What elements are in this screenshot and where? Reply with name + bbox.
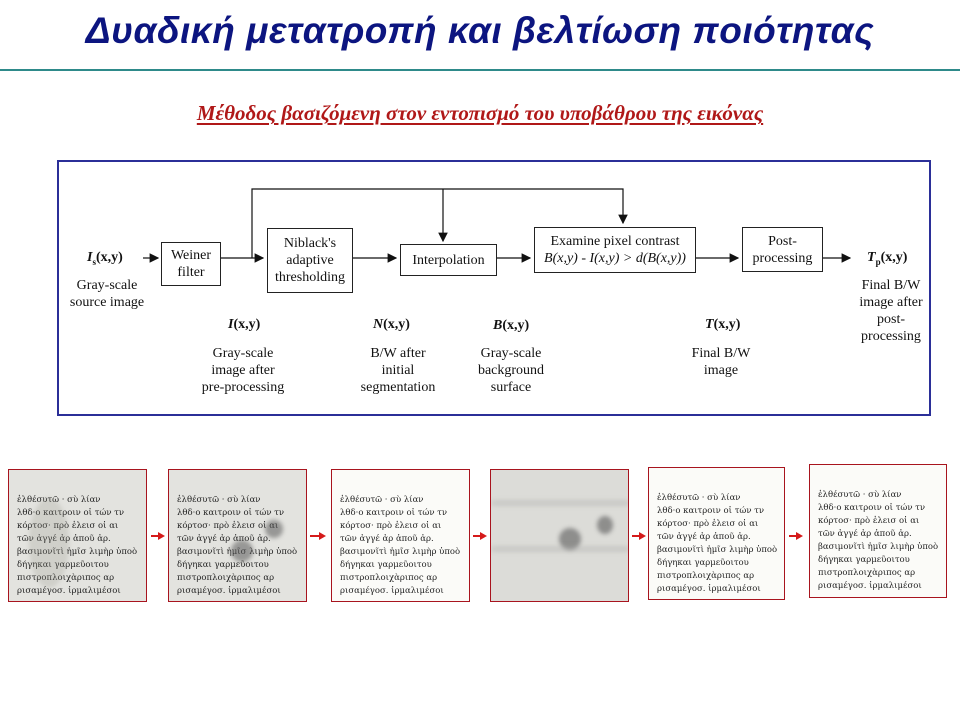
signal-n-symbol: N(x,y): [373, 317, 410, 333]
thumb-arrow-5: [796, 532, 803, 540]
slide-subtitle: Μέθοδος βασιζόμενη στον εντοπισμό του υπ…: [196, 101, 764, 125]
title-divider: [0, 69, 960, 71]
signal-t-args: (x,y): [713, 317, 741, 332]
post-processing-label: Post-processing: [752, 233, 813, 266]
input-symbol-sub: s: [92, 256, 96, 267]
input-symbol-args: (x,y): [95, 250, 123, 265]
thumb-arrow-2-shaft: [310, 535, 320, 537]
signal-t-caption: Final B/W image: [691, 346, 751, 378]
thumb-arrow-3-shaft: [473, 535, 481, 537]
signal-n-letter: N: [373, 317, 384, 332]
thumbnail-final-bw-text: ἐλθέσυτῶ · σὺ λίαν λθδ·ο καιτροιν οἱ τών…: [657, 493, 778, 594]
signal-i-caption: Gray-scale image after pre-processing: [201, 346, 285, 395]
output-symbol: Tp(x,y): [867, 250, 907, 267]
thumbnail-source-text: ἐλθέσυτῶ · σὺ λίαν λθδ·ο καιτροιν οἱ τών…: [17, 495, 138, 596]
weiner-filter-box: Weiner filter: [161, 242, 221, 286]
thumbnail-source: ἐλθέσυτῶ · σὺ λίαν λθδ·ο καιτροιν οἱ τών…: [8, 469, 147, 602]
thumb-arrow-1-shaft: [151, 535, 159, 537]
thumb-arrow-1: [158, 532, 165, 540]
thumb-arrow-4: [639, 532, 646, 540]
thumb-arrow-5-shaft: [789, 535, 797, 537]
output-symbol-letter: T: [867, 250, 876, 265]
signal-t-symbol: T(x,y): [705, 317, 740, 333]
flow-diagram-frame: Weiner filter Niblack's adaptive thresho…: [57, 160, 931, 416]
signal-n-caption: B/W after initial segmentation: [360, 346, 436, 395]
signal-b-args: (x,y): [502, 318, 530, 333]
thumbnail-initial-segmentation: ἐλθέσυτῶ · σὺ λίαν λθδ·ο καιτροιν οἱ τών…: [331, 469, 470, 602]
interpolation-label: Interpolation: [412, 252, 485, 268]
flow-connectors: [143, 188, 852, 263]
niblack-box: Niblack's adaptive thresholding: [267, 228, 353, 293]
input-symbol: Is(x,y): [87, 250, 123, 267]
thumbnail-post-processed-text: ἐλθέσυτῶ · σὺ λίαν λθδ·ο καιτροιν οἱ τών…: [818, 490, 939, 591]
thumbnail-post-processed: ἐλθέσυτῶ · σὺ λίαν λθδ·ο καιτροιν οἱ τών…: [809, 464, 947, 598]
signal-i-args: (x,y): [233, 317, 261, 332]
input-symbol-letter: I: [87, 250, 93, 265]
slide-title: Δυαδική μετατροπή και βελτίωση ποιότητας: [85, 10, 875, 51]
output-symbol-sub: p: [875, 256, 881, 267]
contrast-formula: B(x,y) - I(x,y) > d(B(x,y)): [544, 251, 686, 266]
thumbnail-final-bw: ἐλθέσυτῶ · σὺ λίαν λθδ·ο καιτροιν οἱ τών…: [648, 467, 785, 600]
signal-i-symbol: I(x,y): [228, 317, 260, 333]
interpolation-box: Interpolation: [400, 244, 497, 276]
signal-n-args: (x,y): [383, 317, 410, 332]
output-caption: Final B/W image after post-processing: [859, 278, 923, 344]
weiner-filter-label: Weiner filter: [170, 248, 212, 280]
signal-b-letter: B: [493, 318, 503, 333]
thumb-arrow-4-shaft: [632, 535, 640, 537]
signal-b-caption: Gray-scale background surface: [477, 346, 545, 395]
post-processing-box: Post-processing: [742, 227, 823, 272]
output-symbol-args: (x,y): [880, 250, 908, 265]
signal-b-symbol: B(x,y): [493, 318, 529, 334]
input-caption: Gray-scale source image: [69, 278, 145, 310]
thumb-arrow-3: [480, 532, 487, 540]
signal-t-letter: T: [705, 317, 714, 332]
niblack-label: Niblack's adaptive thresholding: [275, 236, 345, 285]
thumb-arrow-2: [319, 532, 326, 540]
examine-contrast-box: Examine pixel contrast B(x,y) - I(x,y) >…: [534, 227, 696, 273]
edge-bus-examine: [251, 188, 628, 258]
examine-contrast-label: Examine pixel contrast: [550, 234, 680, 249]
thumbnail-initial-segmentation-text: ἐλθέσυτῶ · σὺ λίαν λθδ·ο καιτροιν οἱ τών…: [340, 495, 461, 596]
signal-i-letter: I: [228, 317, 234, 332]
thumbnail-preprocessed: ἐλθέσυτῶ · σὺ λίαν λθδ·ο καιτροιν οἱ τών…: [168, 469, 307, 602]
thumbnail-background-surface: [490, 469, 629, 602]
